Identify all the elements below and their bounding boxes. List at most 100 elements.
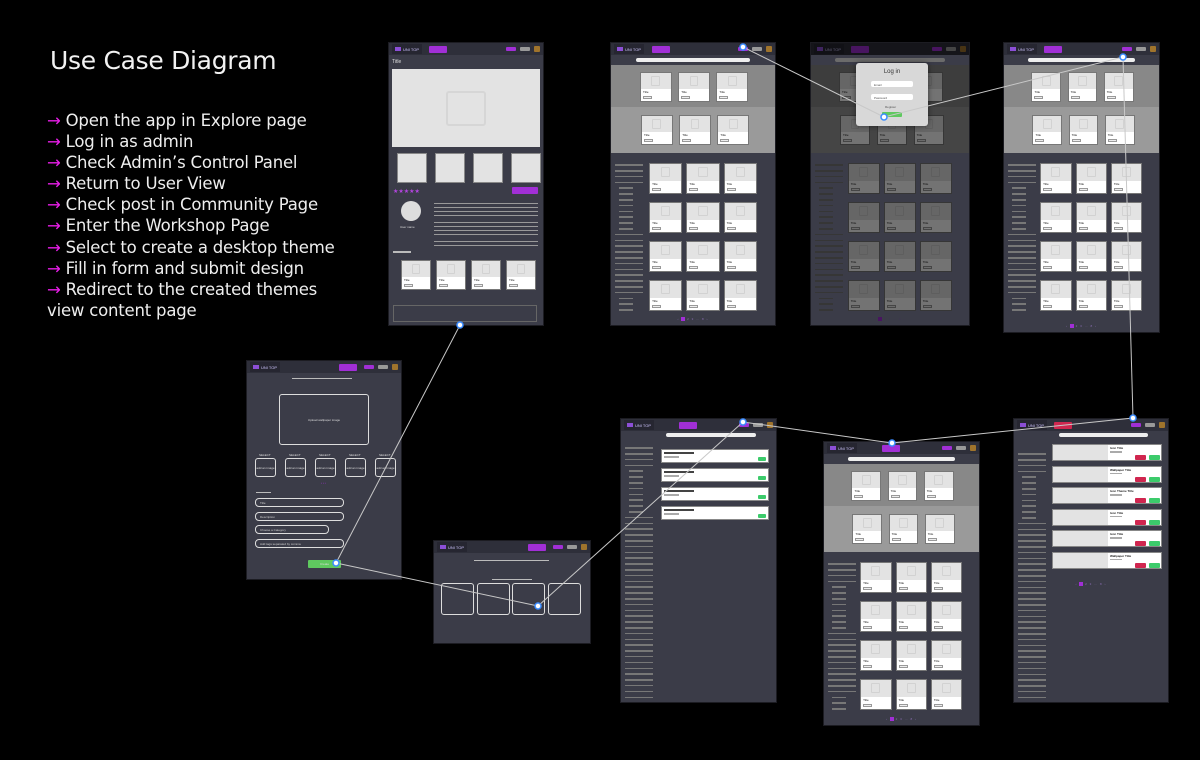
card-tag[interactable]: [509, 284, 518, 287]
theme-card[interactable]: Title: [919, 241, 952, 272]
card-tag[interactable]: [922, 227, 932, 230]
card-tag[interactable]: [1113, 305, 1123, 308]
primary-header-button[interactable]: [1122, 47, 1132, 51]
card-tag[interactable]: [682, 139, 692, 142]
nav-tab[interactable]: [923, 445, 935, 451]
filter-option[interactable]: [819, 193, 833, 195]
filter-option[interactable]: [1022, 517, 1036, 519]
filter-option[interactable]: [619, 187, 633, 189]
card-tag[interactable]: [850, 305, 860, 308]
pagination[interactable]: ‹ 2 3 … 8 ›: [1075, 582, 1107, 587]
theme-card[interactable]: Title: [860, 601, 892, 632]
nav-tab[interactable]: [720, 422, 732, 428]
filter-option[interactable]: [1022, 499, 1036, 502]
primary-header-button[interactable]: [506, 47, 516, 51]
theme-card[interactable]: Title: [1040, 202, 1072, 233]
filter-option[interactable]: [625, 458, 653, 461]
filter-option[interactable]: [1018, 656, 1046, 658]
filter-option[interactable]: [828, 661, 856, 664]
submission-row[interactable]: Icon Theme Title: [1052, 487, 1162, 504]
filter-option[interactable]: [1018, 546, 1046, 548]
theme-card[interactable]: Title: [401, 260, 431, 290]
card-tag[interactable]: [898, 704, 908, 707]
nav-tab[interactable]: [428, 45, 447, 53]
card-tag[interactable]: [1043, 266, 1053, 269]
filter-option[interactable]: [815, 268, 843, 271]
filter-option[interactable]: [625, 627, 653, 629]
secondary-header-button[interactable]: [752, 47, 762, 51]
card-tag[interactable]: [1035, 139, 1045, 142]
nav-tab[interactable]: [1085, 46, 1097, 52]
theme-card[interactable]: Title: [686, 163, 720, 194]
card-tag[interactable]: [1034, 96, 1044, 99]
card-tag[interactable]: [922, 305, 932, 308]
approve-button[interactable]: [1149, 455, 1160, 460]
filter-option[interactable]: [625, 603, 653, 606]
card-tag[interactable]: [1078, 305, 1088, 308]
theme-type-option[interactable]: [441, 583, 474, 615]
card-tag[interactable]: [886, 188, 896, 191]
filter-option[interactable]: [1018, 621, 1046, 623]
filter-option[interactable]: [629, 476, 643, 478]
theme-card[interactable]: Title: [895, 562, 927, 593]
filter-option[interactable]: [1012, 222, 1026, 224]
filter-option[interactable]: [1008, 245, 1036, 247]
review-button[interactable]: [512, 187, 538, 194]
filter-option[interactable]: [1018, 453, 1046, 455]
filter-option[interactable]: [815, 175, 843, 178]
nav-tab[interactable]: [651, 45, 671, 53]
filter-option[interactable]: [1018, 464, 1046, 467]
filter-option[interactable]: [828, 673, 856, 675]
filter-option[interactable]: [1018, 459, 1046, 461]
theme-card[interactable]: Title: [883, 241, 916, 272]
card-tag[interactable]: [1043, 188, 1053, 191]
search-input[interactable]: [847, 457, 956, 461]
email-field[interactable]: Email: [871, 81, 913, 87]
theme-card[interactable]: Title: [686, 202, 720, 233]
filter-option[interactable]: [1018, 604, 1046, 606]
nav-tab[interactable]: [913, 46, 925, 52]
card-tag[interactable]: [933, 665, 943, 668]
filter-option[interactable]: [1018, 598, 1046, 600]
filter-option[interactable]: [1018, 569, 1046, 571]
deny-button[interactable]: [1135, 455, 1146, 460]
nav-tab[interactable]: [905, 445, 917, 451]
theme-card[interactable]: Title: [847, 163, 880, 194]
card-tag[interactable]: [850, 188, 860, 191]
filter-option[interactable]: [1018, 557, 1046, 560]
filter-option[interactable]: [815, 257, 843, 259]
nav-tab[interactable]: [1103, 46, 1115, 52]
search-input[interactable]: [666, 433, 756, 437]
theme-card[interactable]: Title: [1040, 163, 1072, 194]
add-image-slot[interactable]: add an image: [255, 458, 276, 477]
filter-option[interactable]: [832, 615, 846, 617]
secondary-header-button[interactable]: [1145, 423, 1155, 427]
submission-row[interactable]: Wallpaper Title: [1052, 465, 1162, 483]
filter-option[interactable]: [828, 690, 856, 693]
nav-tab[interactable]: [894, 46, 906, 52]
filter-option[interactable]: [819, 297, 833, 300]
theme-card[interactable]: Title: [1067, 72, 1098, 102]
card-tag[interactable]: [886, 227, 896, 230]
primary-header-button[interactable]: [932, 47, 942, 51]
filter-option[interactable]: [615, 175, 643, 178]
filter-option[interactable]: [625, 569, 653, 571]
filter-option[interactable]: [1018, 522, 1046, 525]
user-avatar[interactable]: [1150, 46, 1156, 52]
filter-option[interactable]: [619, 193, 633, 195]
filter-option[interactable]: [625, 679, 653, 681]
filter-option[interactable]: [832, 708, 846, 710]
submission-row[interactable]: Icon Title: [1052, 444, 1162, 461]
star-rating[interactable]: ★★★★★: [393, 189, 420, 195]
card-tag[interactable]: [863, 587, 873, 590]
filter-option[interactable]: [629, 493, 643, 496]
filter-option[interactable]: [1008, 274, 1036, 276]
nav-tab[interactable]: [487, 46, 499, 52]
filter-option[interactable]: [625, 453, 653, 455]
filter-option[interactable]: [629, 482, 643, 484]
card-tag[interactable]: [933, 626, 943, 629]
filter-option[interactable]: [815, 251, 843, 253]
filter-option[interactable]: [1018, 650, 1046, 652]
deny-button[interactable]: [1135, 541, 1146, 546]
thumbnail[interactable]: [397, 153, 427, 183]
